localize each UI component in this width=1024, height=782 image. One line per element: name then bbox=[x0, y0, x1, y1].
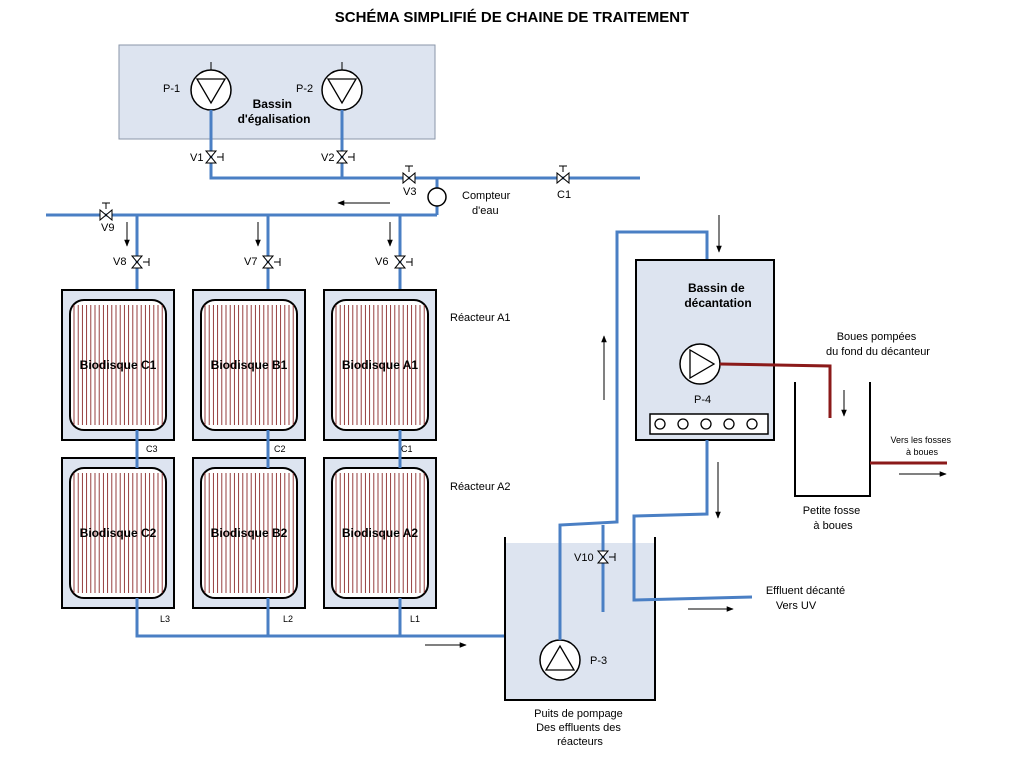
biodisk-label-top-2: Biodisque A1 bbox=[342, 358, 419, 372]
pipe-collector bbox=[135, 598, 505, 638]
valve-c1-top-label: C1 bbox=[557, 189, 571, 201]
effluent-line1: Effluent décanté bbox=[766, 585, 845, 597]
pump-p3-label: P-3 bbox=[590, 655, 607, 667]
valve-v2[interactable] bbox=[335, 150, 355, 164]
valve-v2-label: V2 bbox=[321, 152, 334, 164]
connector-l3: L3 bbox=[160, 614, 170, 624]
valve-v10[interactable] bbox=[596, 550, 616, 564]
pump-p3[interactable] bbox=[539, 639, 581, 681]
biodisk-lines bbox=[335, 305, 425, 425]
biodisk-lines bbox=[335, 473, 425, 593]
valve-v10-label: V10 bbox=[574, 552, 594, 564]
biodisk-top-0 bbox=[69, 299, 167, 431]
sludge-line2: du fond du décanteur bbox=[826, 346, 930, 358]
biodisk-top-1 bbox=[200, 299, 298, 431]
reactor-grid: Biodisque C1 Biodisque B1 Biodisque A1 Biod… bbox=[61, 289, 437, 609]
small-sludge-pit-label: Petite fosse à boues bbox=[803, 505, 864, 532]
biodisk-label-top-0: Biodisque C1 bbox=[80, 358, 157, 372]
biodisk-lines bbox=[73, 305, 163, 425]
reactor-a1-label: Réacteur A1 bbox=[450, 312, 511, 324]
pump-p4-label: P-4 bbox=[694, 394, 711, 406]
equalization-basin bbox=[118, 44, 436, 140]
connector-l2: L2 bbox=[283, 614, 293, 624]
decantation-line1: Bassin de bbox=[688, 281, 745, 295]
valve-v1-label: V1 bbox=[190, 152, 203, 164]
pipe-effluent bbox=[632, 440, 753, 602]
water-meter-line2: d'eau bbox=[472, 205, 499, 217]
sludge-pumped-label: Boues pompées du fond du décanteur bbox=[826, 331, 930, 358]
valve-v3[interactable] bbox=[402, 165, 416, 185]
pipe-p3-to-decanter bbox=[558, 230, 709, 640]
biodisk-bottom-2 bbox=[331, 467, 429, 599]
biodisk-label-bottom-2: Biodisque A2 bbox=[342, 526, 419, 540]
valve-c1-top[interactable] bbox=[556, 165, 570, 185]
equalization-basin-line2: d'égalisation bbox=[238, 112, 311, 126]
pump-p4[interactable] bbox=[679, 343, 721, 385]
pump-p1-label: P-1 bbox=[163, 83, 180, 95]
pipe-sludge bbox=[719, 362, 832, 418]
equalization-basin-label: Bassin d'égalisation bbox=[238, 97, 311, 126]
effluent-line2: Vers UV bbox=[776, 600, 817, 612]
valve-v6[interactable] bbox=[393, 255, 413, 269]
valve-v6-label: V6 bbox=[375, 256, 388, 268]
pump-well-label: Puits de pompage Des effluents des réact… bbox=[534, 708, 626, 748]
valve-v8-label: V8 bbox=[113, 256, 126, 268]
biodisk-label-top-1: Biodisque B1 bbox=[211, 358, 288, 372]
water-meter-label: Compteur d'eau bbox=[462, 190, 513, 217]
effluent-label: Effluent décanté Vers UV bbox=[766, 585, 848, 612]
water-meter-line1: Compteur bbox=[462, 190, 511, 202]
decantation-basin-label: Bassin de décantation bbox=[684, 281, 751, 310]
valve-v7[interactable] bbox=[261, 255, 281, 269]
biodisk-top-2 bbox=[331, 299, 429, 431]
pump-p2-label: P-2 bbox=[296, 83, 313, 95]
connector-l1: L1 bbox=[410, 614, 420, 624]
decantation-line2: décantation bbox=[684, 296, 751, 310]
to-sludge-pits-label: Vers les fosses à boues bbox=[890, 435, 953, 457]
biodisk-lines bbox=[73, 473, 163, 593]
pump-well-water bbox=[505, 543, 655, 700]
pit-line2: à boues bbox=[813, 520, 853, 532]
valve-v3-label: V3 bbox=[403, 186, 416, 198]
valve-v1[interactable] bbox=[204, 150, 224, 164]
pit-line1: Petite fosse bbox=[803, 505, 860, 517]
biodisk-label-bottom-0: Biodisque C2 bbox=[80, 526, 157, 540]
sludge-line1: Boues pompées bbox=[837, 331, 917, 343]
pump-well-line1: Puits de pompage bbox=[534, 708, 623, 720]
connector-c2: C2 bbox=[274, 444, 286, 454]
biodisk-bottom-1 bbox=[200, 467, 298, 599]
biodisk-label-bottom-1: Biodisque B2 bbox=[211, 526, 288, 540]
pump-well bbox=[504, 537, 656, 701]
connector-c3: C3 bbox=[146, 444, 158, 454]
biodisk-lines bbox=[204, 473, 294, 593]
connector-c1: C1 bbox=[401, 444, 413, 454]
reactor-a2-label: Réacteur A2 bbox=[450, 481, 511, 493]
pump-well-line3: réacteurs bbox=[557, 736, 603, 748]
valve-v9-label: V9 bbox=[101, 222, 114, 234]
biodisk-lines bbox=[204, 305, 294, 425]
to-pits-line1: Vers les fosses bbox=[890, 435, 951, 445]
water-meter-icon bbox=[427, 187, 447, 207]
pipe-pumps-header bbox=[209, 110, 640, 180]
pump-well-line2: Des effluents des bbox=[536, 722, 621, 734]
to-pits-line2: à boues bbox=[906, 447, 939, 457]
valve-v7-label: V7 bbox=[244, 256, 257, 268]
biodisk-bottom-0 bbox=[69, 467, 167, 599]
valve-v9[interactable] bbox=[99, 202, 113, 222]
valve-v8[interactable] bbox=[130, 255, 150, 269]
equalization-basin-line1: Bassin bbox=[253, 97, 292, 111]
diffuser-holes bbox=[654, 418, 758, 430]
small-sludge-pit bbox=[794, 382, 871, 497]
page-title: SCHÉMA SIMPLIFIÉ DE CHAINE DE TRAITEMENT bbox=[335, 9, 689, 26]
diffuser-bar bbox=[649, 413, 769, 435]
